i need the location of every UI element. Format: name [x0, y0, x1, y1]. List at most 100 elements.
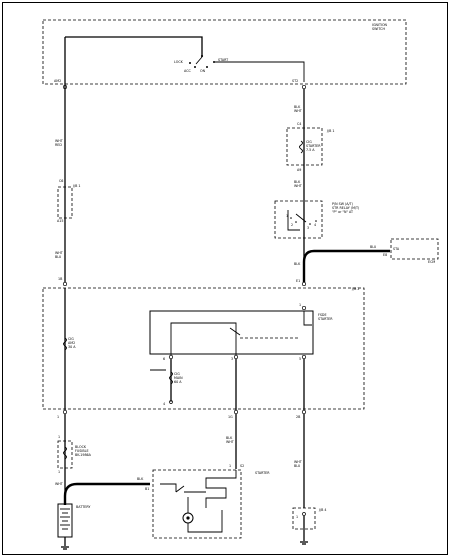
connector	[62, 409, 68, 415]
wire-label: WHT	[294, 109, 303, 113]
fuse-symbol	[63, 446, 67, 460]
switch-lock-label: LOCK	[174, 60, 184, 64]
ignition-switch-box	[42, 19, 407, 85]
wire-label: BLU	[294, 464, 301, 468]
wire-label: BLU	[55, 255, 62, 259]
connector	[168, 354, 174, 360]
jb1-right-pin-top: C4	[297, 122, 301, 126]
ecm-label: ECM	[428, 260, 435, 264]
wire-label: WHT	[55, 251, 64, 255]
starter-internal	[160, 483, 177, 492]
lower-left: BLOCK FUSIBLE BK-1986A 1 1 WHT BATTERY B…	[55, 414, 150, 550]
wire-label: RED	[55, 143, 62, 147]
jb1-left-pin-bot: A15	[57, 219, 63, 223]
term-am2-label: AM2	[54, 79, 61, 83]
wire-label: WHT	[55, 139, 64, 143]
jb2-pin-bot-mid: 1G	[228, 415, 233, 419]
jb2-pin-bot-left: 1	[57, 415, 59, 419]
starter-pin: 1	[229, 464, 231, 468]
starter-relay-label: FSDE	[318, 313, 327, 317]
starter-relay-contact	[229, 327, 241, 336]
relay-top-pin: 1	[286, 214, 288, 218]
relay-top-contact	[295, 213, 307, 223]
ignition-switch-title2: SWITCH	[372, 27, 385, 31]
jb2-pin-top-left: 1B	[58, 277, 63, 281]
starter-pin: B1	[145, 487, 149, 491]
fusible-label: BK-1986A	[75, 453, 92, 457]
ignition-start-wire	[214, 61, 305, 82]
fuse-label: 7.5 A	[306, 148, 315, 152]
starter-relay-box	[149, 310, 314, 355]
jb2-pin: 1	[299, 303, 301, 307]
relay-top-label: STR RELAY (M/T)	[332, 206, 359, 210]
fusible-pin-bot: 1	[58, 470, 60, 474]
ignition-switch-internal-wire	[65, 36, 203, 55]
wire-label: BLK	[137, 477, 144, 481]
connector	[301, 354, 307, 360]
jb1-left-box	[57, 186, 73, 219]
jb1-right-pin-bot: A9	[297, 168, 301, 172]
starter-relay-coil-wire	[170, 322, 237, 355]
starter-label: STARTER	[255, 471, 270, 475]
jb4-label: J/B 4	[318, 508, 327, 512]
fuse-symbol	[299, 140, 303, 154]
relay-top-pin: 3	[307, 226, 309, 230]
starter: BLK WHT STARTER 1 S2 B1	[145, 414, 270, 539]
starter-solenoid	[205, 470, 237, 508]
starter-internal	[187, 497, 223, 533]
connector	[233, 354, 239, 360]
jb1-right-box	[286, 127, 323, 166]
ignition-switch: IGNITION SWITCH LOCK ACC ON START AM2 ST…	[42, 19, 407, 90]
fuse-label: CIG	[306, 140, 312, 144]
wire-label: BLK	[226, 436, 233, 440]
jb2-wire	[150, 369, 172, 402]
left-wire-run: WHT RED J/B 1 C6 A15 WHT BLU 1B	[55, 37, 81, 287]
fuse-label: STARTER	[306, 144, 321, 148]
jb1-right-label: J/B 1	[326, 129, 335, 133]
battery-label: BATTERY	[76, 505, 91, 509]
connector	[301, 409, 307, 415]
fusible-label: FUSIBLE	[75, 449, 89, 453]
relay-top-box	[274, 200, 323, 239]
jb2-fuse-label: AM2	[68, 341, 75, 345]
connector	[301, 281, 307, 287]
jb2-pin: 4	[163, 402, 165, 406]
relay-top-pin: 4	[314, 223, 316, 227]
starter-box	[152, 469, 242, 539]
connector-st2	[301, 84, 307, 90]
jb2-pin-bot-right: 2B	[296, 415, 301, 419]
ecm-conn: E8	[383, 253, 387, 257]
jb1-left-pin-top: C6	[59, 179, 63, 183]
jb2-fuse-label: 30 A	[68, 345, 76, 349]
switch-acc-label: ACC	[184, 69, 191, 73]
jb2-label: J/B 2	[351, 287, 360, 291]
wire-label: WHT	[294, 460, 303, 464]
wire-label: BLK	[294, 105, 301, 109]
jb2-box	[42, 287, 365, 410]
jb2-fuse2-label: CIG	[174, 372, 180, 376]
connector	[233, 409, 239, 415]
jb2-pin-top-right: E1	[296, 279, 300, 283]
wire-label: BLU	[370, 245, 377, 249]
relay-top-label: "P" or "N" AT	[332, 210, 354, 214]
jb2-pin: 5	[299, 357, 301, 361]
term-st2-label: ST2	[292, 79, 298, 83]
battery-starter-wire	[63, 482, 150, 505]
relay-top-pin: 2	[291, 223, 293, 227]
switch-on-label: ON	[200, 69, 206, 73]
jb2-fuse-label: CIG	[68, 337, 74, 341]
starter-relay-wire	[303, 311, 312, 326]
jb2-pin: 6	[163, 357, 165, 361]
jb2-pin: 3	[231, 357, 233, 361]
wire-label: BLK	[294, 262, 301, 266]
fuse-symbol	[169, 371, 173, 385]
jb4: WHT BLU J/B 4 1	[292, 414, 327, 545]
wire-label: WHT	[55, 482, 64, 486]
relay-top-label: P/N SW (A/T)	[332, 202, 353, 206]
ecm-branch-wire	[302, 249, 390, 282]
connector	[62, 281, 68, 287]
jb2-fuse2-label: MAIN	[174, 376, 183, 380]
switch-start-label: START	[218, 58, 229, 62]
ecm: STA E8 ECM	[383, 238, 439, 264]
